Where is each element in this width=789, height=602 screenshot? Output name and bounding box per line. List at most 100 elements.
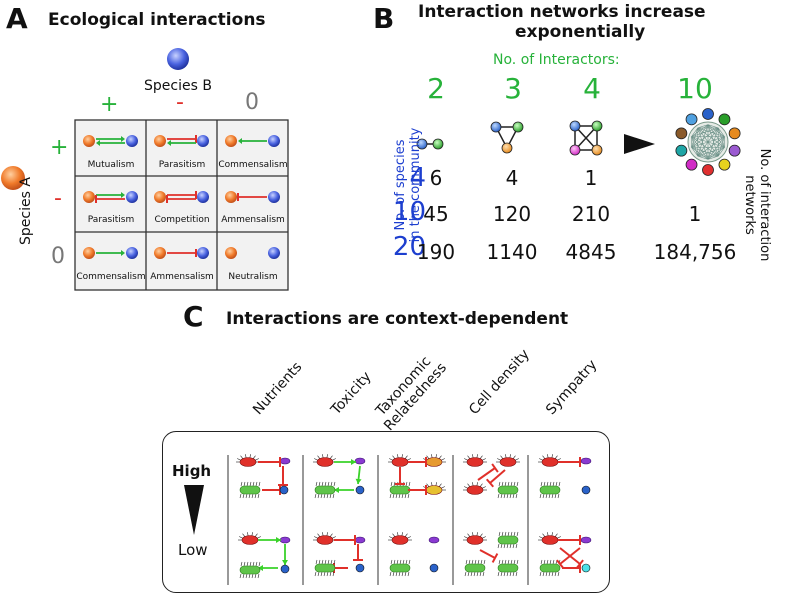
blue-cell-icon bbox=[279, 485, 289, 495]
network-node-icon bbox=[685, 158, 698, 171]
red-cell-icon bbox=[236, 454, 260, 467]
interaction-cell-icon bbox=[83, 247, 138, 259]
purple-cell-icon bbox=[428, 536, 440, 544]
network-node-icon bbox=[718, 113, 731, 126]
row-sign-minus: - bbox=[54, 186, 62, 211]
species-b-ball-icon bbox=[268, 191, 280, 203]
panel-b-title-line1: Interaction networks increase bbox=[418, 2, 706, 22]
red-cell-icon bbox=[463, 482, 487, 495]
cell-10-4: 210 bbox=[571, 202, 611, 226]
cell-label-commensalism-2: Commensalism bbox=[76, 272, 146, 282]
interactors-10: 10 bbox=[677, 72, 713, 105]
interaction-grid bbox=[74, 119, 289, 291]
species-b-ball-icon bbox=[197, 135, 209, 147]
network-10-icon bbox=[675, 108, 741, 176]
context-panel-box bbox=[162, 431, 610, 593]
red-cell-icon bbox=[238, 532, 262, 545]
cell-label-mutualism: Mutualism bbox=[87, 160, 135, 170]
panel-c-letter: C bbox=[183, 300, 204, 333]
red-cell-icon bbox=[388, 532, 412, 545]
interaction-cell-icon bbox=[225, 135, 280, 147]
high-label: High bbox=[172, 462, 212, 480]
network-node-icon bbox=[728, 127, 741, 140]
species-count-20: 20 bbox=[392, 232, 426, 262]
cell-label-parasitism-2: Parasitism bbox=[87, 215, 135, 225]
purple-cell-icon bbox=[580, 536, 592, 544]
species-b-ball-icon bbox=[268, 247, 280, 259]
interactors-2: 2 bbox=[427, 72, 445, 105]
panel-b-letter: B bbox=[373, 2, 395, 35]
panel-a-title: Ecological interactions bbox=[48, 10, 266, 30]
purple-cell-icon bbox=[354, 457, 366, 465]
panel-c-title: Interactions are context-dependent bbox=[226, 309, 569, 329]
blue-cell-icon bbox=[280, 564, 290, 574]
green-cell-icon bbox=[497, 531, 519, 549]
green-cell-icon bbox=[314, 481, 336, 499]
species-count-4: 4 bbox=[409, 163, 426, 193]
species-a-ball-icon bbox=[225, 247, 237, 259]
panel-a-letter: A bbox=[6, 2, 28, 35]
species-a-ball-icon bbox=[154, 247, 166, 259]
green-cell-icon bbox=[239, 481, 261, 499]
purple-cell-icon bbox=[279, 457, 291, 465]
red-cell-icon bbox=[496, 454, 520, 467]
species-b-ball-icon bbox=[126, 135, 138, 147]
red-cell-icon bbox=[463, 454, 487, 467]
cell-4-2: 6 bbox=[429, 166, 443, 190]
cell-label-ammensalism: Ammensalism bbox=[221, 215, 285, 225]
red-cell-icon bbox=[313, 454, 337, 467]
species-count-10: 10 bbox=[392, 197, 426, 227]
red-cell-icon bbox=[422, 482, 446, 495]
species-b-ball-icon bbox=[126, 247, 138, 259]
network-node-icon bbox=[702, 164, 714, 176]
red-cell-icon bbox=[313, 532, 337, 545]
cell-20-10: 184,756 bbox=[653, 240, 737, 264]
cell-10-3: 120 bbox=[492, 202, 532, 226]
interaction-cell-icon bbox=[154, 247, 209, 259]
green-cell-icon bbox=[497, 481, 519, 499]
purple-cell-icon bbox=[580, 457, 592, 465]
interaction-cell-icon bbox=[225, 191, 280, 203]
cell-label-neutralism: Neutralism bbox=[228, 272, 278, 282]
network-node-icon bbox=[728, 144, 741, 157]
cell-10-2: 45 bbox=[423, 202, 449, 226]
red-cell-icon bbox=[538, 532, 562, 545]
species-b-ball-icon bbox=[197, 191, 209, 203]
cell-20-4: 4845 bbox=[565, 240, 617, 264]
network-node-icon bbox=[685, 113, 698, 126]
cell-20-3: 1140 bbox=[486, 240, 538, 264]
interaction-cell-icon bbox=[83, 191, 138, 203]
interaction-cell-icon bbox=[225, 247, 280, 259]
panel-b-title-line2: exponentially bbox=[515, 22, 646, 42]
cell-4-3: 4 bbox=[505, 166, 519, 190]
green-cell-icon bbox=[539, 481, 561, 499]
interaction-cell-icon bbox=[83, 135, 138, 147]
network-3-icon bbox=[490, 121, 524, 154]
interaction-cell-icon bbox=[154, 135, 209, 147]
red-cell-icon bbox=[463, 532, 487, 545]
purple-cell-icon bbox=[279, 536, 291, 544]
species-b-ball-icon bbox=[126, 191, 138, 203]
blue-cell-icon bbox=[355, 563, 365, 573]
interaction-cell-icon bbox=[154, 191, 209, 203]
red-cell-icon bbox=[538, 454, 562, 467]
interactors-4: 4 bbox=[583, 72, 601, 105]
cell-20-2: 190 bbox=[416, 240, 456, 264]
row-sign-zero: 0 bbox=[51, 244, 65, 269]
col-sign-zero: 0 bbox=[245, 90, 259, 115]
species-b-ball-icon bbox=[167, 48, 189, 70]
species-a-ball-icon bbox=[154, 191, 166, 203]
species-a-ball-icon bbox=[83, 247, 95, 259]
panel-a-graphics bbox=[1, 48, 289, 291]
col-sign-plus: + bbox=[100, 92, 119, 117]
interactors-3: 3 bbox=[504, 72, 522, 105]
network-2-icon bbox=[416, 138, 444, 150]
cell-label-parasitism: Parasitism bbox=[158, 160, 206, 170]
species-a-ball-icon bbox=[154, 135, 166, 147]
row-sign-plus: + bbox=[50, 135, 69, 160]
cell-label-ammensalism-2: Ammensalism bbox=[150, 272, 214, 282]
species-a-ball-icon bbox=[1, 166, 25, 190]
blue-cell-icon bbox=[355, 485, 365, 495]
cell-10-10: 1 bbox=[688, 202, 702, 226]
